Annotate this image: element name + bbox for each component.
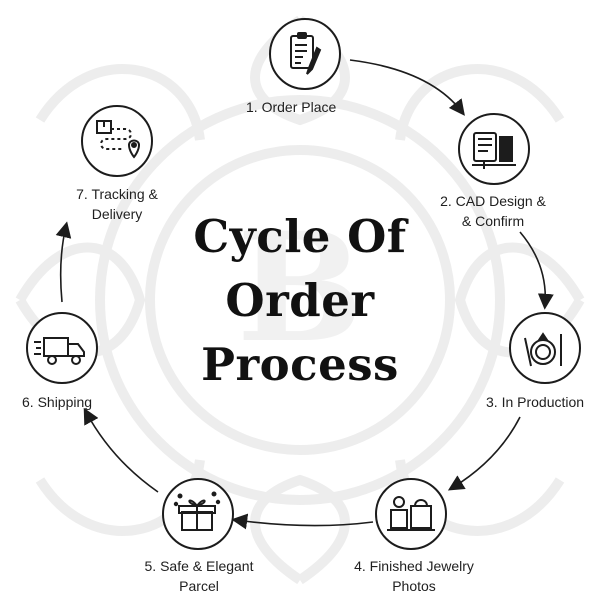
arrow-3-to-4 [447,416,521,491]
gift-box-icon [173,491,221,531]
step-4-node [375,478,447,550]
step-7-node [81,105,153,177]
ring-tools-icon [524,332,562,367]
step-1-node [269,18,341,90]
title-line-1: Cycle Of [193,210,407,263]
step-7-label: 7. Tracking & Delivery [76,186,158,222]
arrow-4-to-5 [231,513,374,530]
jewelry-box-icon [387,496,435,531]
arrow-2-to-3 [519,231,554,310]
step-3-label: 3. In Production [486,394,585,410]
tracking-route-icon [96,120,141,159]
step-5-label: 5. Safe & Elegant Parcel [144,558,254,594]
step-4-label: 4. Finished Jewelry Photos [354,558,474,594]
title-line-3: Process [201,338,399,391]
step-6-label: 6. Shipping [22,394,93,410]
step-2-node [458,113,530,185]
step-6-node [26,312,98,384]
cad-workstation-icon [472,132,516,169]
title-line-2: Order [225,274,375,327]
arrow-6-to-7 [55,221,72,303]
arrow-1-to-2 [349,59,465,116]
svg-text:B: B [237,200,364,376]
step-5-node [162,478,234,550]
step-1-label: 1. Order Place [246,99,337,115]
delivery-truck-icon [34,337,85,365]
diagram-title: Cycle Of Order Process [150,205,450,397]
step-2-label: 2. CAD Design & & Confirm [440,193,546,229]
clipboard-pen-icon [290,32,322,75]
step-3-node [509,312,581,384]
arrow-5-to-6 [83,407,159,493]
